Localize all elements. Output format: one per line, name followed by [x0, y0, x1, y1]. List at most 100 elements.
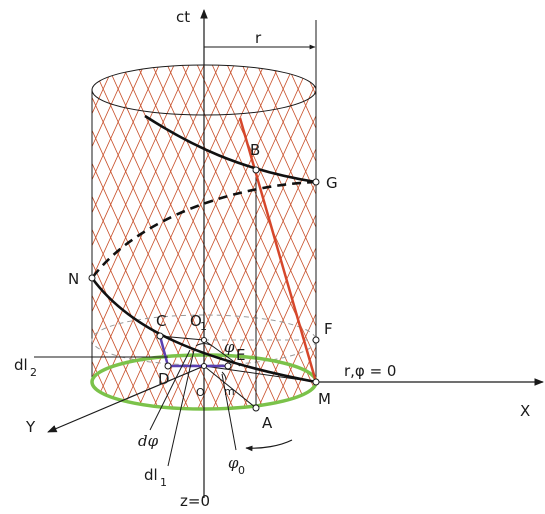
- hatch-line: [92, 65, 177, 409]
- hatch-line: [119, 65, 282, 409]
- red-worldline: [238, 117, 318, 383]
- hatch-line: [92, 65, 147, 409]
- point-F: [312, 336, 320, 344]
- hatch-line: [0, 60, 56, 415]
- label-E: E: [236, 346, 245, 364]
- point-N: [88, 274, 96, 282]
- hatch-line: [450, 60, 545, 415]
- hatch-line: [420, 60, 545, 415]
- hatch-line: [224, 65, 316, 409]
- rotation-arrow: [245, 439, 293, 452]
- label-A: A: [262, 414, 273, 432]
- label-dphi: dφ: [138, 432, 159, 450]
- hatch-line: [164, 65, 316, 409]
- hatch-line: [480, 60, 545, 415]
- hatch-line: [284, 65, 316, 409]
- dl1-leader: [167, 349, 195, 467]
- hatch-line: [92, 65, 132, 409]
- hatch-line: [92, 65, 132, 409]
- hatch-line: [0, 60, 86, 415]
- label-z-zero: z=0: [180, 492, 210, 510]
- hatch-line: [269, 65, 316, 409]
- hatch-line: [254, 65, 316, 409]
- hatch-line: [435, 60, 545, 415]
- hatch-line: [510, 60, 545, 415]
- hatch-line: [239, 65, 316, 409]
- hatch-line: [450, 60, 545, 415]
- label-C: C: [156, 312, 166, 330]
- hatch-line: [390, 60, 545, 415]
- point-M: [312, 378, 320, 386]
- phi0-arc: [221, 371, 227, 381]
- label-r: r: [255, 29, 262, 47]
- hatch-line: [465, 60, 545, 415]
- hatch-line: [495, 60, 545, 415]
- dphi-leader: [149, 349, 191, 431]
- label-phi: φ: [224, 338, 235, 356]
- hatch-line: [269, 65, 316, 409]
- label-D: D: [158, 370, 170, 388]
- label-Y: Y: [25, 418, 36, 436]
- point-B: [252, 166, 260, 174]
- hatch-line: [134, 65, 297, 409]
- hatch-line: [540, 60, 545, 415]
- hatch-line: [0, 60, 11, 415]
- point-O1: [201, 337, 207, 343]
- point-D: [164, 362, 172, 370]
- hatch-line: [420, 60, 545, 415]
- hatch-line: [254, 65, 316, 409]
- point-E: [224, 362, 232, 370]
- label-phi0: φ: [228, 454, 239, 472]
- hatch-line: [405, 60, 545, 415]
- label-X: X: [520, 402, 530, 420]
- spiral-front: [90, 277, 317, 384]
- hatch-line: [435, 60, 545, 415]
- label-O: O: [196, 386, 205, 399]
- label-m: m: [224, 385, 235, 398]
- hatch-line: [239, 65, 316, 409]
- hatch-line: [92, 65, 162, 409]
- hatch-line: [0, 60, 56, 415]
- hatch-line: [0, 60, 71, 415]
- hatch-line: [179, 65, 316, 409]
- hatch-line: [525, 60, 545, 415]
- hatch-line: [0, 60, 86, 415]
- hatch-line: [480, 60, 545, 415]
- hatch-line: [0, 60, 11, 415]
- hatch-line: [375, 60, 536, 415]
- label-O1: O: [190, 312, 202, 330]
- label-B: B: [250, 141, 260, 159]
- hatch-line: [149, 65, 312, 409]
- spiral-back: [90, 180, 317, 279]
- phi-arc: [195, 343, 213, 347]
- hatch-line: [525, 60, 545, 415]
- label-r-phi-zero: r,φ = 0: [344, 362, 396, 380]
- hatch-line: [375, 60, 536, 415]
- label-dl2-sub: 2: [30, 366, 37, 379]
- point-G: [312, 178, 320, 186]
- label-phi0-sub: 0: [238, 464, 245, 477]
- label-N: N: [68, 270, 79, 288]
- hatch-line: [405, 60, 545, 415]
- label-dl1: dl: [144, 466, 158, 484]
- hatch-line: [92, 65, 162, 409]
- spiral-top: [144, 114, 317, 184]
- radius-oa: [203, 365, 257, 409]
- hatch-line: [465, 60, 545, 415]
- point-C: [156, 332, 164, 340]
- hatch-line: [284, 65, 316, 409]
- hatch-line: [209, 65, 316, 409]
- label-ct: ct: [176, 8, 190, 26]
- point-O: [201, 363, 207, 369]
- point-A: [252, 404, 260, 412]
- y-axis: [47, 365, 205, 433]
- hatch-line: [510, 60, 545, 415]
- label-M: M: [318, 390, 331, 408]
- phi0-leader: [221, 373, 237, 451]
- label-O1-sub: 1: [200, 320, 207, 333]
- label-dl1-sub: 1: [160, 476, 167, 489]
- hatch-line: [0, 60, 71, 415]
- label-F: F: [324, 320, 333, 338]
- hatch-line: [540, 60, 545, 415]
